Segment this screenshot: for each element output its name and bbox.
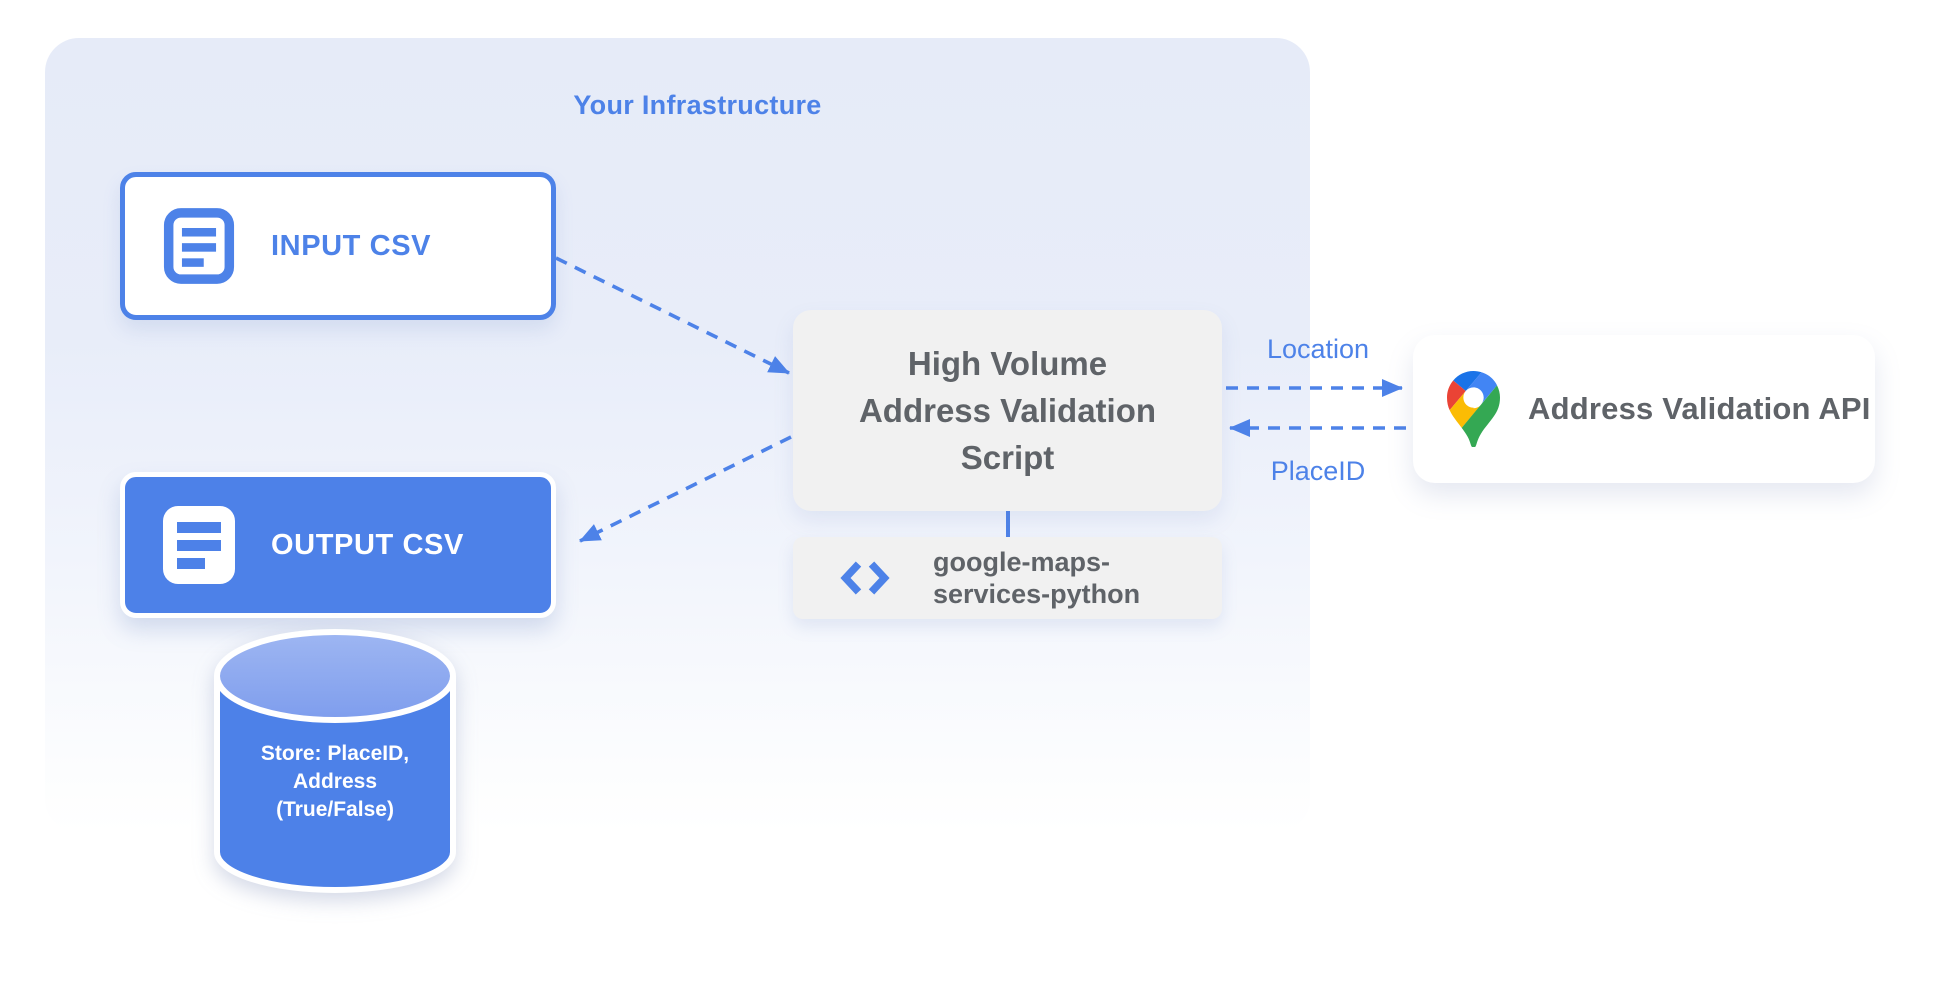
- datastore-label-line1: Store: PlaceID,: [260, 742, 410, 765]
- datastore-label: Store: PlaceID, Address (True/False): [209, 740, 461, 824]
- datastore-label-line2: Address: [292, 770, 378, 793]
- library-label: google-maps- services-python: [933, 546, 1140, 610]
- input-csv-label: INPUT CSV: [271, 229, 432, 262]
- datastore-label-line3: (True/False): [276, 798, 394, 821]
- script-label-line3: Script: [960, 439, 1055, 476]
- document-icon: [163, 506, 235, 584]
- location-edge-label: Location: [1266, 334, 1370, 364]
- library-node: google-maps- services-python: [793, 537, 1222, 619]
- script-label-line2: Address Validation: [858, 392, 1157, 429]
- document-icon: [163, 208, 235, 284]
- script-node: High Volume Address Validation Script: [793, 310, 1222, 511]
- google-maps-pin-icon: [1447, 371, 1500, 447]
- script-label-line1: High Volume: [907, 345, 1108, 382]
- datastore-cylinder: Store: PlaceID, Address (True/False): [209, 626, 461, 904]
- placeid-edge-label: PlaceID: [1270, 456, 1366, 486]
- infrastructure-title: Your Infrastructure: [573, 90, 822, 120]
- output-csv-label: OUTPUT CSV: [271, 528, 464, 561]
- api-node: Address Validation API: [1413, 335, 1875, 483]
- input-csv-node: INPUT CSV: [120, 172, 556, 320]
- code-icon: [839, 558, 891, 598]
- output-csv-node: OUTPUT CSV: [120, 472, 556, 618]
- api-label: Address Validation API: [1528, 391, 1871, 426]
- library-label-line1: google-maps-: [933, 547, 1111, 577]
- library-label-line2: services-python: [933, 579, 1141, 609]
